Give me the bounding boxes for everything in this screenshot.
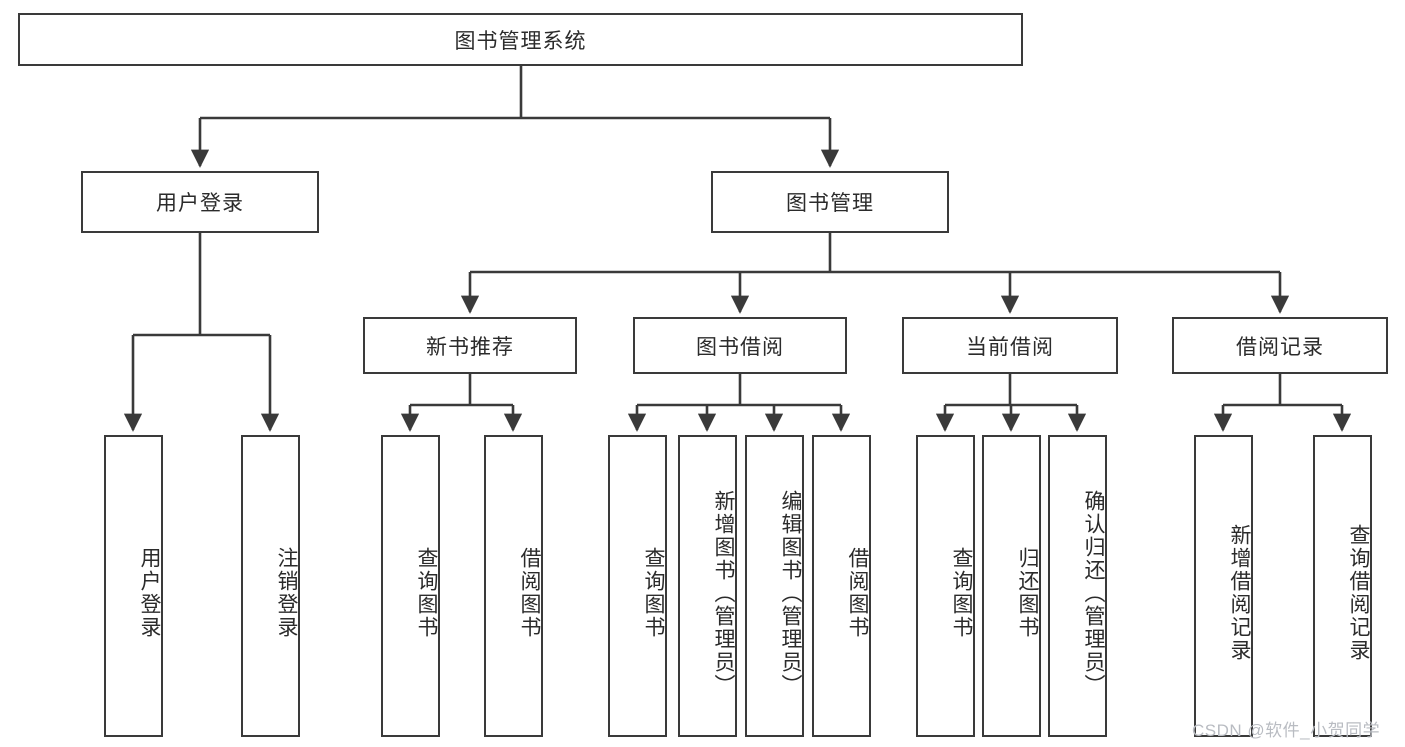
node-borrow-record-label: 借阅记录: [1236, 335, 1324, 359]
leaf-query-borrow-record[interactable]: 查询借阅记录: [1313, 435, 1372, 737]
leaf-label: 注销登录: [275, 547, 298, 639]
node-root-label: 图书管理系统: [454, 29, 587, 53]
leaf-borrow-book[interactable]: 借阅图书: [812, 435, 871, 737]
node-root-system[interactable]: 图书管理系统: [18, 13, 1023, 66]
leaf-label: 借阅图书: [518, 547, 541, 639]
node-book-borrow-label: 图书借阅: [696, 335, 784, 359]
leaf-label: 编辑图书（管理员）: [779, 489, 802, 697]
leaf-add-book-admin[interactable]: 新增图书（管理员）: [678, 435, 737, 737]
node-new-book-recommend[interactable]: 新书推荐: [363, 317, 577, 374]
leaf-label: 归还图书: [1016, 547, 1039, 639]
leaf-label: 查询图书: [950, 547, 973, 639]
leaf-label: 新增图书（管理员）: [712, 489, 735, 697]
leaf-label: 查询图书: [415, 547, 438, 639]
node-current-borrow[interactable]: 当前借阅: [902, 317, 1118, 374]
leaf-return-book[interactable]: 归还图书: [982, 435, 1041, 737]
node-borrow-record[interactable]: 借阅记录: [1172, 317, 1388, 374]
node-new-book-recommend-label: 新书推荐: [426, 335, 514, 359]
leaf-user-login[interactable]: 用户登录: [104, 435, 163, 737]
node-book-management[interactable]: 图书管理: [711, 171, 949, 233]
node-user-login[interactable]: 用户登录: [81, 171, 319, 233]
node-book-borrow[interactable]: 图书借阅: [633, 317, 847, 374]
leaf-label: 用户登录: [138, 547, 161, 639]
node-current-borrow-label: 当前借阅: [966, 335, 1054, 359]
leaf-logout-login[interactable]: 注销登录: [241, 435, 300, 737]
node-book-management-label: 图书管理: [786, 192, 874, 215]
node-user-login-label: 用户登录: [156, 192, 244, 215]
leaf-edit-book-admin[interactable]: 编辑图书（管理员）: [745, 435, 804, 737]
leaf-label: 借阅图书: [846, 547, 869, 639]
leaf-label: 新增借阅记录: [1228, 524, 1251, 662]
leaf-label: 查询借阅记录: [1347, 524, 1370, 662]
leaf-borrow-book-new[interactable]: 借阅图书: [484, 435, 543, 737]
leaf-add-borrow-record[interactable]: 新增借阅记录: [1194, 435, 1253, 737]
leaf-query-book-current[interactable]: 查询图书: [916, 435, 975, 737]
leaf-label: 查询图书: [642, 547, 665, 639]
leaf-confirm-return-admin[interactable]: 确认归还（管理员）: [1048, 435, 1107, 737]
watermark-csdn: CSDN @软件_小贺同学: [1192, 721, 1381, 740]
leaf-label: 确认归还（管理员）: [1082, 489, 1105, 697]
leaf-query-book-borrow[interactable]: 查询图书: [608, 435, 667, 737]
leaf-query-book-new[interactable]: 查询图书: [381, 435, 440, 737]
